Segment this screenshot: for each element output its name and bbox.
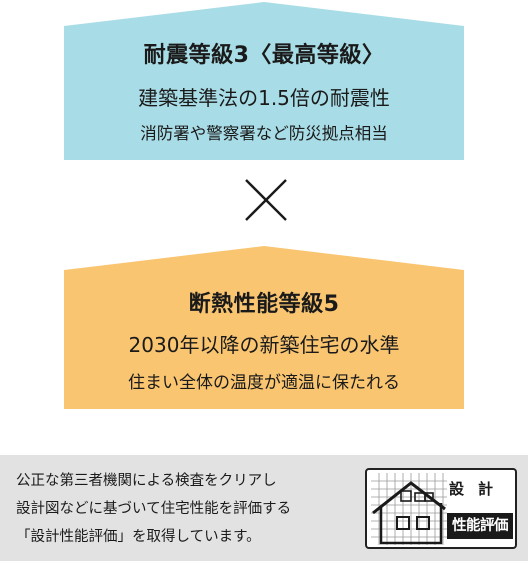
insulation-grade-body: 断熱性能等級5 2030年以降の新築住宅の水準 住まい全体の温度が適温に保たれる xyxy=(64,270,464,409)
roof-shape xyxy=(64,2,464,26)
evaluation-description: 公正な第三者機関による検査をクリアし 設計図などに基づいて住宅性能を評価する 「… xyxy=(16,467,366,551)
roof-shape xyxy=(64,246,464,270)
insulation-grade-description: 2030年以降の新築住宅の水準 xyxy=(128,333,400,357)
seismic-grade-note: 消防署や警察署など防災拠点相当 xyxy=(140,124,388,143)
times-icon xyxy=(245,179,287,221)
badge-bottom-label: 性能評価 xyxy=(447,513,513,539)
seismic-grade-title: 耐震等級3〈最高等級〉 xyxy=(143,43,385,68)
insulation-grade-note: 住まい全体の温度が適温に保たれる xyxy=(128,373,400,393)
description-line: 「設計性能評価」を取得しています。 xyxy=(16,529,261,545)
description-line: 設計図などに基づいて住宅性能を評価する xyxy=(16,501,292,517)
seismic-grade-description: 建築基準法の1.5倍の耐震性 xyxy=(138,86,390,110)
insulation-grade-title: 断熱性能等級5 xyxy=(188,292,340,317)
badge-top-label: 設計 xyxy=(449,480,508,498)
seismic-grade-body: 耐震等級3〈最高等級〉 建築基準法の1.5倍の耐震性 消防署や警察署など防災拠点… xyxy=(64,26,464,160)
description-line: 公正な第三者機関による検査をクリアし xyxy=(16,473,277,489)
design-performance-badge: 設計 性能評価 xyxy=(365,468,517,549)
evaluation-footer: 公正な第三者機関による検査をクリアし 設計図などに基づいて住宅性能を評価する 「… xyxy=(0,455,528,561)
house-grid-icon xyxy=(371,473,447,545)
